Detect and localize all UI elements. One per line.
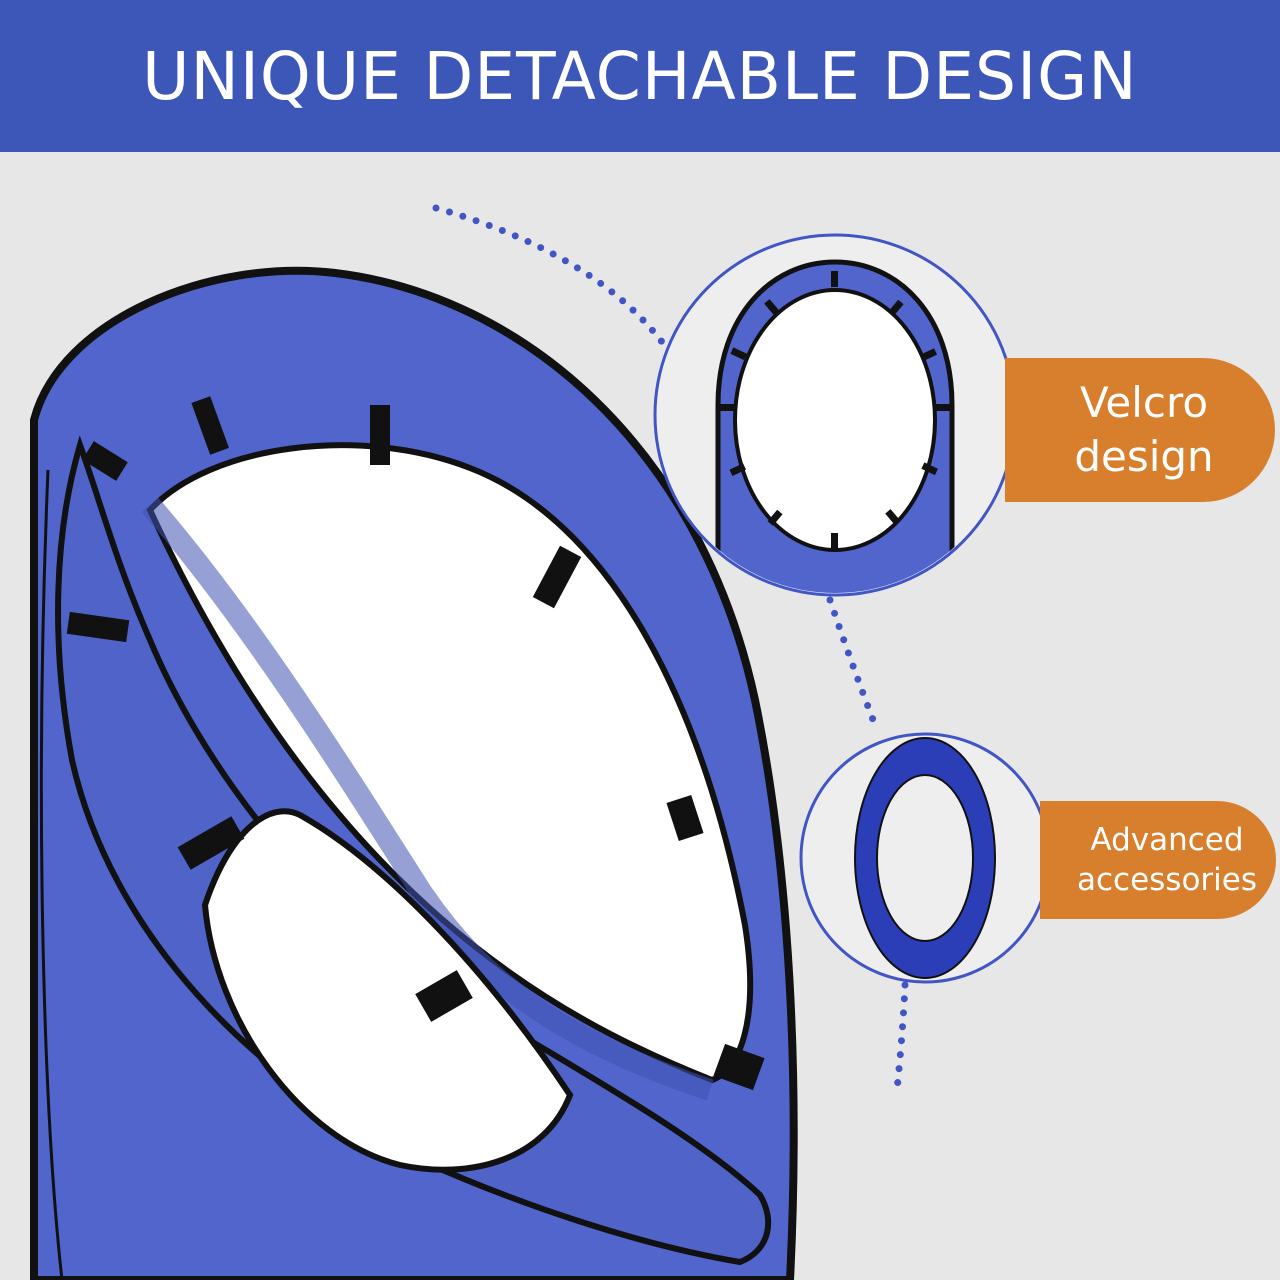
- dotted-connector-bottom: [893, 981, 909, 1094]
- dotted-connector-top: [432, 204, 672, 354]
- zoom-circle-velcro: [653, 233, 1017, 597]
- velcro-strap: [82, 441, 128, 481]
- velcro-strap: [666, 794, 704, 842]
- board-inner-edge: [39, 469, 64, 1280]
- advanced-accessories-label: Advanced accessories: [1040, 801, 1276, 919]
- zoom-circle-accessories: [799, 732, 1051, 984]
- header-banner: UNIQUE DETACHABLE DESIGN: [0, 0, 1280, 152]
- velcro-strap: [370, 405, 390, 465]
- flap-opening: [201, 808, 574, 1173]
- flap-curl-shadow: [141, 497, 714, 1101]
- velcro-strap: [713, 1043, 765, 1091]
- velcro-strap: [66, 611, 130, 643]
- velcro-label-line2: design: [1074, 432, 1214, 481]
- target-board: [30, 266, 798, 1280]
- advanced-label-line2: accessories: [1076, 862, 1257, 898]
- velcro-label-line1: Velcro: [1079, 378, 1209, 427]
- dotted-connector-middle: [826, 596, 879, 729]
- velcro-strap: [191, 396, 229, 455]
- velcro-strap: [532, 545, 582, 609]
- page-title: UNIQUE DETACHABLE DESIGN: [142, 37, 1138, 115]
- velcro-strap: [177, 816, 245, 870]
- velcro-strap: [415, 970, 473, 1022]
- advanced-label-line1: Advanced: [1090, 822, 1244, 858]
- velcro-design-label: Velcro design: [1005, 358, 1275, 502]
